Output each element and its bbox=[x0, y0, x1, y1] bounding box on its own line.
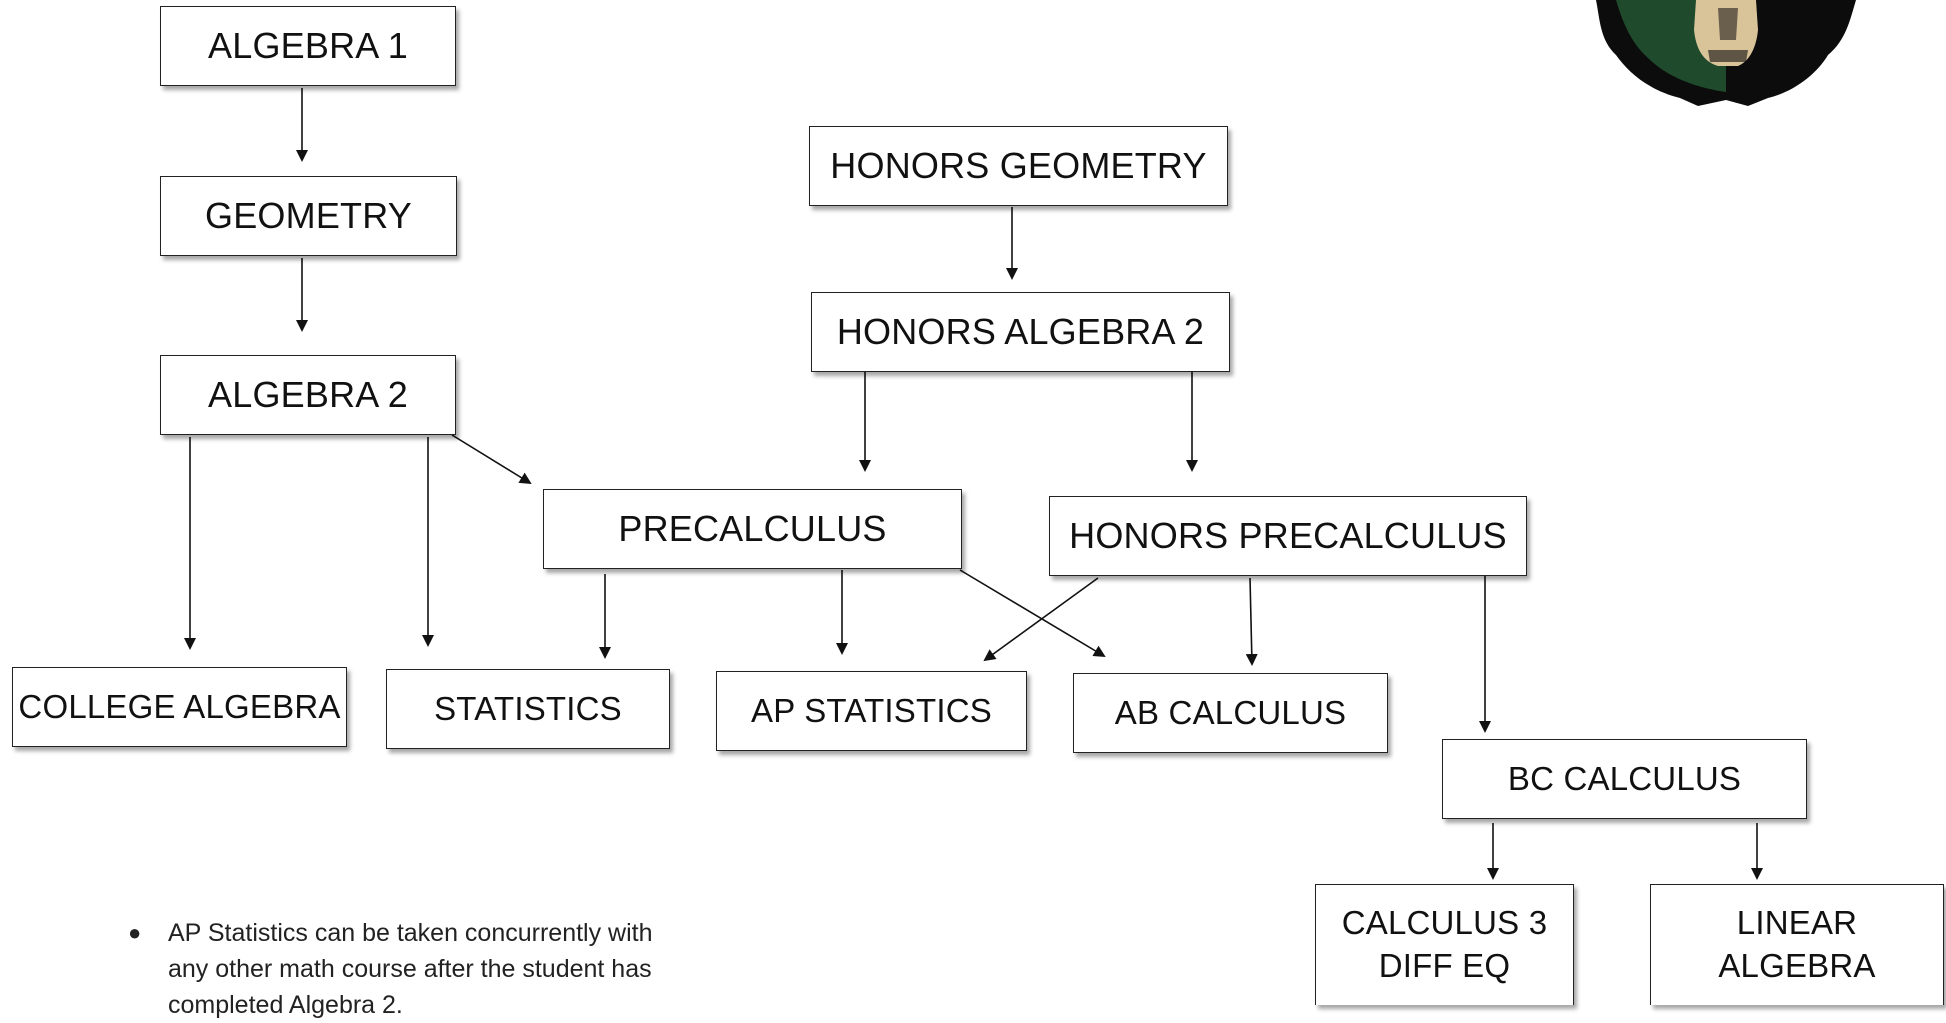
arrow-precalculus-to-ab-calculus bbox=[959, 569, 1106, 658]
note-item-continued: completed Algebra 2. bbox=[168, 987, 728, 1023]
course-calculus-3-line-2: DIFF EQ bbox=[1378, 947, 1511, 984]
note-line-2: any other math course after the student … bbox=[168, 955, 652, 983]
course-bc-calculus: BC CALCULUS bbox=[1442, 739, 1807, 819]
course-linear-algebra-line-2: ALGEBRA bbox=[1718, 947, 1876, 984]
course-college-algebra: COLLEGE ALGEBRA bbox=[12, 667, 347, 747]
course-algebra-1: ALGEBRA 1 bbox=[160, 6, 456, 86]
course-calculus-3-line-1: CALCULUS 3 bbox=[1341, 904, 1548, 942]
course-geometry: GEOMETRY bbox=[160, 176, 457, 256]
course-algebra-2: ALGEBRA 2 bbox=[160, 355, 456, 435]
note-item-continued: any other math course after the student … bbox=[168, 951, 728, 987]
note-line-3: completed Algebra 2. bbox=[168, 991, 403, 1019]
course-precalculus: PRECALCULUS bbox=[543, 489, 962, 569]
course-linear-algebra: LINEAR ALGEBRA bbox=[1650, 884, 1944, 1005]
note-item: ● AP Statistics can be taken concurrently… bbox=[128, 915, 728, 951]
arrow-honors-precalculus-to-ap-statistics bbox=[983, 577, 1099, 662]
course-calculus-3-diff-eq: CALCULUS 3 DIFF EQ bbox=[1315, 884, 1574, 1005]
bullet-icon: ● bbox=[128, 920, 142, 945]
arrow-honors-precalculus-to-ab-calculus bbox=[1245, 577, 1258, 666]
course-honors-precalculus: HONORS PRECALCULUS bbox=[1049, 496, 1527, 576]
arrow-algebra2-to-precalculus bbox=[451, 434, 532, 485]
course-linear-algebra-line-1: LINEAR bbox=[1736, 904, 1858, 942]
course-ap-statistics: AP STATISTICS bbox=[716, 671, 1027, 751]
course-statistics: STATISTICS bbox=[386, 669, 670, 749]
note-line-1: AP Statistics can be taken concurrently … bbox=[168, 919, 653, 947]
course-honors-algebra-2: HONORS ALGEBRA 2 bbox=[811, 292, 1230, 372]
course-honors-geometry: HONORS GEOMETRY bbox=[809, 126, 1228, 206]
course-ab-calculus: AB CALCULUS bbox=[1073, 673, 1388, 753]
notes-list: ● AP Statistics can be taken concurrently… bbox=[128, 915, 728, 1023]
bear-mascot-icon bbox=[1596, 0, 1856, 106]
